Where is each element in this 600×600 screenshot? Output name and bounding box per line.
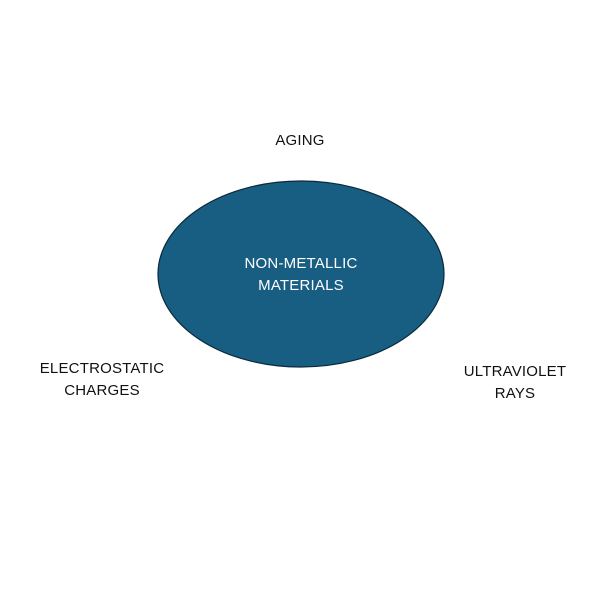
factor-electrostatic-label: ELECTROSTATIC CHARGES [22, 358, 182, 402]
center-label-line-2: MATERIALS [258, 277, 344, 294]
center-label: NON-METALLIC MATERIALS [157, 253, 445, 297]
factor-ultraviolet-line-2: RAYS [494, 385, 536, 402]
factor-electrostatic-line-2: CHARGES [64, 382, 140, 399]
factor-electrostatic-line-1: ELECTROSTATIC [39, 360, 165, 377]
factor-ultraviolet-label: ULTRAVIOLET RAYS [440, 361, 590, 405]
center-label-line-1: NON-METALLIC [244, 255, 358, 272]
factor-ultraviolet-line-1: ULTRAVIOLET [463, 363, 567, 380]
factor-aging-label: AGING [240, 130, 360, 152]
factor-aging-line-1: AGING [275, 132, 325, 149]
center-ellipse [157, 180, 445, 368]
